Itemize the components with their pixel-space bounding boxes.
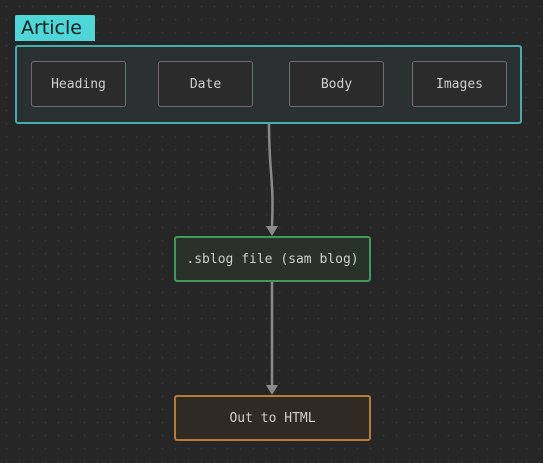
group-label-article[interactable]: Article bbox=[15, 15, 95, 41]
field-heading[interactable]: Heading bbox=[31, 61, 126, 107]
arrowhead-output bbox=[266, 385, 278, 395]
node-out-to-html[interactable]: Out to HTML bbox=[174, 395, 371, 441]
field-images[interactable]: Images bbox=[412, 61, 507, 107]
edge-article-to-sblog bbox=[267, 123, 274, 227]
field-body[interactable]: Body bbox=[289, 61, 384, 107]
field-date[interactable]: Date bbox=[158, 61, 253, 107]
node-sblog-file[interactable]: .sblog file (sam blog) bbox=[174, 236, 371, 282]
arrowhead-sblog bbox=[266, 226, 278, 236]
